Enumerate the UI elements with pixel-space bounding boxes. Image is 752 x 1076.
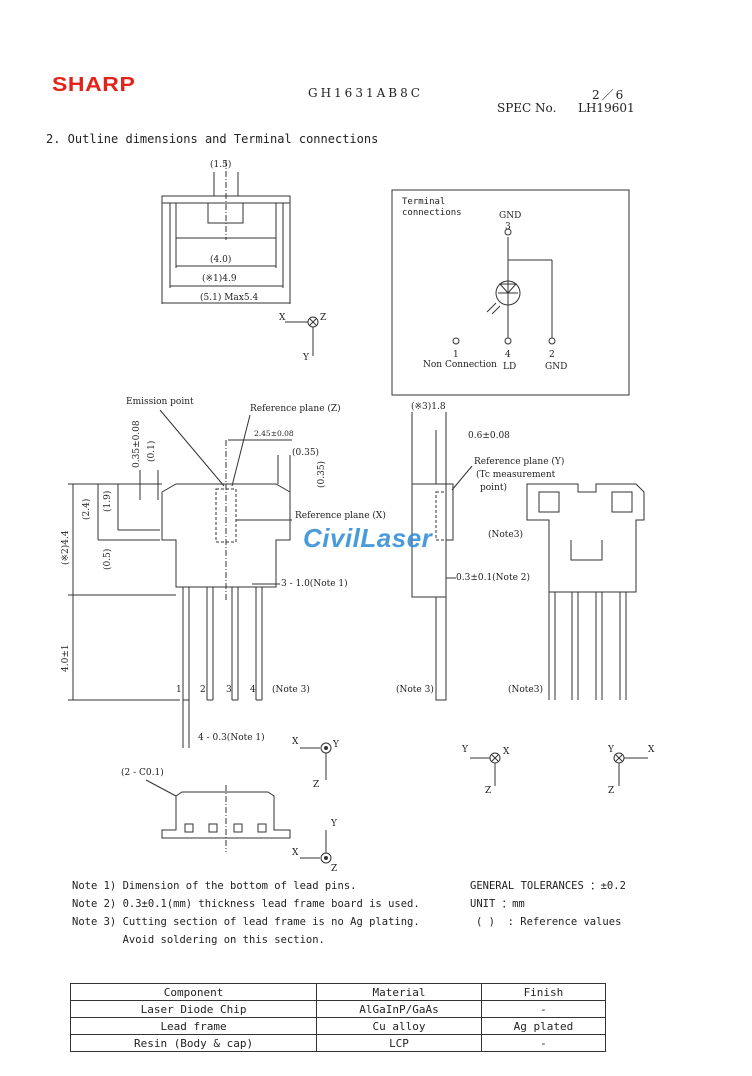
pin-label-2: 2 bbox=[200, 685, 206, 695]
materials-table: Component Material Finish Laser Diode Ch… bbox=[69, 983, 607, 1052]
dim-0-35-vert: (0.35) bbox=[316, 461, 327, 488]
document-code: GH1631AB8C bbox=[308, 86, 423, 100]
cell-component: Laser Diode Chip bbox=[69, 1000, 318, 1018]
axis-y-label: Y bbox=[302, 353, 310, 363]
bottom-view-body bbox=[161, 791, 291, 839]
cell-component: Lead frame bbox=[69, 1017, 318, 1035]
dim-2-45: 2.45±0.08 bbox=[254, 429, 294, 438]
cell-finish: - bbox=[480, 1000, 607, 1018]
back-view-body bbox=[526, 483, 645, 593]
axis-x-label-2: X bbox=[292, 737, 299, 747]
pin-label-4: 4 bbox=[250, 685, 256, 695]
dim-4-0-lead: 4.0±1 bbox=[61, 644, 71, 672]
axis-x-label-5: X bbox=[648, 745, 655, 755]
dim-0-35: (0.35) bbox=[292, 447, 319, 458]
spec-number: LH19601 bbox=[578, 101, 635, 115]
axis-x-label-3: X bbox=[292, 848, 299, 858]
chamfer-label: (2 - C0.1) bbox=[121, 767, 164, 778]
section-title: 2. Outline dimensions and Terminal conne… bbox=[46, 132, 379, 146]
cell-material: Cu alloy bbox=[316, 1017, 482, 1035]
note-1: Note 1) Dimension of the bottom of lead … bbox=[72, 880, 356, 892]
dim-4-9: (※1)4.9 bbox=[202, 273, 237, 284]
terminal-title-line2: connections bbox=[402, 208, 462, 218]
axis-y-label-2: Y bbox=[332, 740, 340, 750]
axis-x-label-4: X bbox=[503, 747, 510, 757]
pin2-label: 2 bbox=[549, 350, 555, 360]
note-3-cont: Avoid soldering on this section. bbox=[72, 934, 325, 946]
pin4-desc: LD bbox=[503, 362, 516, 372]
front-view-body bbox=[161, 483, 291, 588]
axis-z-label: Z bbox=[320, 313, 326, 323]
general-tolerances: GENERAL TOLERANCES ：±0.2 bbox=[470, 880, 626, 892]
emission-point-label: Emission point bbox=[126, 397, 194, 407]
dim-0-6: 0.6±0.08 bbox=[468, 431, 510, 441]
front-note3: (Note 3) bbox=[272, 684, 310, 695]
pin3-label: 3 bbox=[505, 222, 511, 232]
axis-z-label-2: Z bbox=[313, 780, 319, 790]
lead-pitch-label: 3 - 1.0(Note 1) bbox=[281, 578, 348, 589]
watermark: CivilLaser bbox=[303, 523, 433, 553]
dim-0-5: (0.5) bbox=[102, 549, 113, 570]
reference-values-label: ( ) : Reference values bbox=[476, 916, 621, 928]
laser-diode-symbol bbox=[495, 280, 521, 306]
tc-point-line1: (Tc measurement bbox=[476, 469, 556, 480]
dim-max-5-4: (5.1) Max5.4 bbox=[200, 292, 258, 303]
pin2-desc: GND bbox=[545, 362, 567, 372]
header-material: Material bbox=[316, 983, 482, 1001]
axis-z-label-3: Z bbox=[331, 864, 337, 874]
brand-logo: SHARP bbox=[52, 74, 136, 96]
header-finish: Finish bbox=[480, 983, 607, 1001]
table-row: Laser Diode Chip AlGaInP/GaAs - bbox=[69, 1000, 607, 1018]
dim-1-5: (1.5) bbox=[210, 159, 231, 170]
dim-2-4: (2.4) bbox=[81, 499, 92, 520]
note-3: Note 3) Cutting section of lead frame is… bbox=[72, 916, 420, 928]
cell-finish: - bbox=[480, 1034, 607, 1052]
cell-finish: Ag plated bbox=[480, 1017, 607, 1035]
table-row: Lead frame Cu alloy Ag plated bbox=[69, 1017, 607, 1035]
cell-component: Resin (Body & cap) bbox=[69, 1034, 318, 1052]
header-component: Component bbox=[69, 983, 318, 1001]
axis-y-label-4: Y bbox=[461, 745, 469, 755]
pin1-label: 1 bbox=[453, 350, 459, 360]
back-note3-bottom: (Note3) bbox=[508, 684, 543, 695]
dim-1-8: (※3)1.8 bbox=[411, 401, 446, 412]
axis-y-label-3: Y bbox=[330, 819, 338, 829]
dim-4-4: (※2)4.4 bbox=[60, 530, 71, 565]
cell-material: LCP bbox=[316, 1034, 482, 1052]
note-2: Note 2) 0.3±0.1(mm) thickness lead frame… bbox=[72, 898, 420, 910]
table-row: Resin (Body & cap) LCP - bbox=[69, 1034, 607, 1052]
pin1-desc: Non Connection bbox=[423, 360, 497, 370]
ref-plane-z-label: Reference plane (Z) bbox=[250, 403, 341, 414]
pin-label-3: 3 bbox=[226, 685, 232, 695]
cell-material: AlGaInP/GaAs bbox=[316, 1000, 482, 1018]
dim-1-9: (1.9) bbox=[102, 491, 113, 512]
axis-y-label-5: Y bbox=[607, 745, 615, 755]
table-header-row: Component Material Finish bbox=[69, 983, 607, 1001]
spec-label: SPEC No. bbox=[497, 101, 557, 115]
gnd-top-label: GND bbox=[499, 211, 521, 221]
dim-4-0: (4.0) bbox=[210, 254, 231, 265]
axis-x-label: X bbox=[279, 313, 286, 323]
axis-z-label-5: Z bbox=[608, 786, 614, 796]
unit-label: UNIT ：mm bbox=[470, 898, 525, 910]
page-number: 2／6 bbox=[592, 88, 626, 102]
dim-0-1: (0.1) bbox=[146, 441, 157, 462]
terminal-title-line1: Terminal bbox=[402, 197, 445, 207]
tc-point-line2: point) bbox=[480, 482, 507, 493]
pin-label-1: 1 bbox=[176, 685, 182, 695]
pin4-label: 4 bbox=[505, 350, 511, 360]
axis-z-label-4: Z bbox=[485, 786, 491, 796]
lead-width-label: 4 - 0.3(Note 1) bbox=[198, 732, 265, 743]
dim-0-3: 0.3±0.1(Note 2) bbox=[456, 572, 530, 583]
ref-plane-y-label: Reference plane (Y) bbox=[474, 456, 564, 467]
dim-0-35-tol: 0.35±0.08 bbox=[132, 420, 142, 468]
ref-plane-x-label: Reference plane (X) bbox=[295, 510, 386, 521]
back-note3-top: (Note3) bbox=[488, 529, 523, 540]
terminal-connections-box bbox=[391, 189, 630, 396]
side-note3: (Note 3) bbox=[396, 684, 434, 695]
